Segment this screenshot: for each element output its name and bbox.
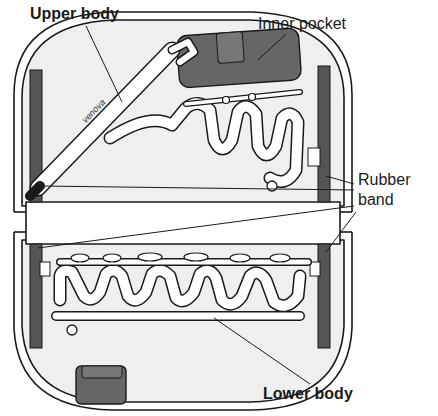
leader-line	[86, 26, 122, 102]
band-clip	[40, 262, 50, 276]
hinge-edge	[14, 211, 26, 213]
part-label: Lower body	[263, 384, 383, 404]
pouch	[76, 366, 126, 404]
lower-shell	[14, 232, 352, 410]
leader-line	[40, 186, 354, 190]
leader-line	[38, 206, 354, 248]
rubber-band	[318, 66, 330, 202]
lower-body-part	[56, 253, 308, 335]
leader-line	[258, 34, 286, 60]
upper-body-part	[30, 42, 300, 196]
upper-shell-inner	[22, 20, 344, 206]
rubber-band	[318, 244, 330, 348]
lower-shell-inner	[22, 240, 344, 402]
part-label: Rubber band	[358, 170, 430, 210]
rubber-band	[30, 244, 42, 348]
leader-lines	[38, 26, 356, 384]
leader-line	[214, 318, 310, 384]
band-clip	[308, 148, 320, 166]
leader-line	[326, 176, 354, 184]
band-clip	[310, 262, 320, 276]
upper-shell	[14, 12, 352, 212]
hinge-edge	[340, 211, 352, 213]
hinge-strip	[26, 202, 340, 244]
leader-line	[326, 212, 356, 252]
hinge-edge	[14, 231, 26, 233]
part-label: Inner pocket	[258, 14, 378, 34]
inner-pocket	[176, 28, 301, 88]
part-label: Upper body	[30, 4, 150, 24]
